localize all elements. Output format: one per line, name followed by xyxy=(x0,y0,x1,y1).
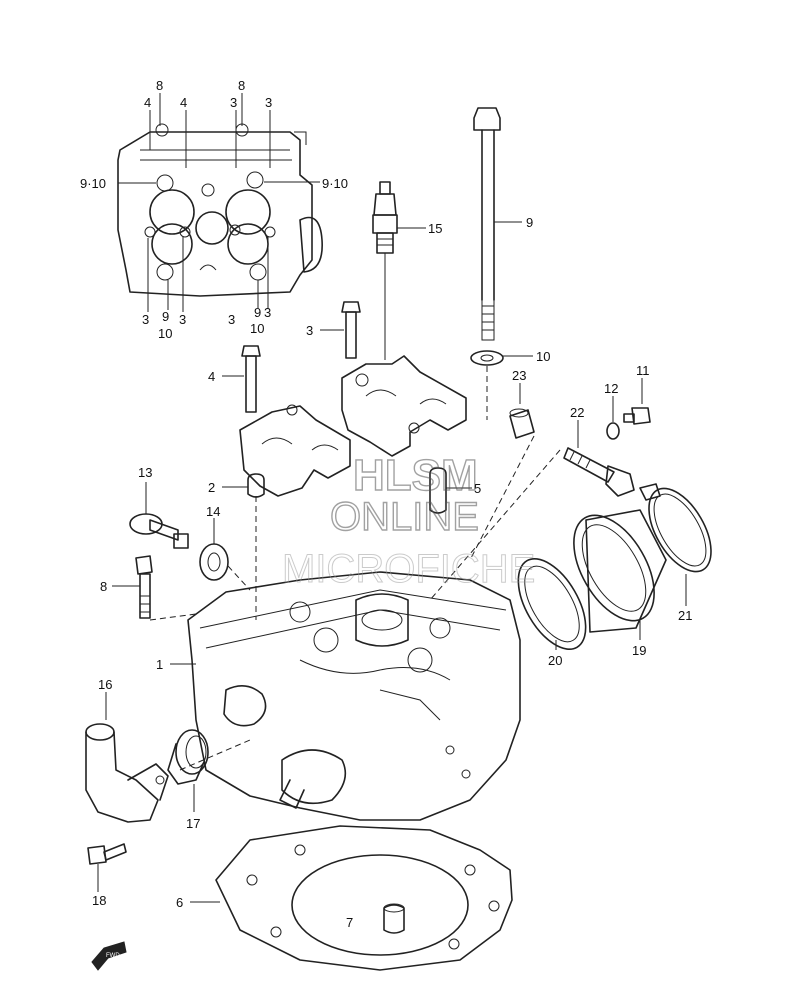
thermostat-17: 17 xyxy=(167,729,251,831)
watermark: HLSM ONLINE MICROFICHE xyxy=(282,450,536,591)
label-1: 1 xyxy=(156,657,163,672)
watermark-line1: HLSM xyxy=(353,451,478,500)
inset-label-b8: 3 xyxy=(264,305,271,320)
label-2: 2 xyxy=(208,480,215,495)
inset-label-t1: 8 xyxy=(156,78,163,93)
clamp-20: 20 xyxy=(517,557,587,668)
label-7: 7 xyxy=(346,915,353,930)
label-11: 11 xyxy=(636,363,650,378)
label-3: 3 xyxy=(306,323,313,338)
washer-10: 10 xyxy=(470,349,550,420)
label-18: 18 xyxy=(92,893,106,908)
inset-label-t2: 4 xyxy=(144,95,151,110)
bolt-18: 18 xyxy=(87,843,127,908)
cylinder-head-bolt-long: 9 xyxy=(473,107,533,341)
watermark-line3: MICROFICHE xyxy=(282,547,535,591)
inset-label-b1: 3 xyxy=(142,312,149,327)
clamp-21: 21 xyxy=(639,483,712,623)
oil-seal-14: 14 xyxy=(199,504,251,591)
dowel-pin-5: 5 xyxy=(429,467,481,514)
camshaft-holder-front xyxy=(239,404,351,497)
camshaft-holder-rear xyxy=(341,355,467,457)
inset-label-b6: 10 xyxy=(250,321,264,336)
label-5: 5 xyxy=(474,481,481,496)
forward-arrow-icon: FWD xyxy=(91,941,127,971)
bolt-13: 13 xyxy=(129,465,189,549)
label-13: 13 xyxy=(138,465,152,480)
inset-label-t3: 4 xyxy=(180,95,187,110)
water-outlet-16: 16 xyxy=(85,677,169,823)
inset-label-t5: 3 xyxy=(230,95,237,110)
spark-plug: 15 xyxy=(372,181,442,360)
label-21: 21 xyxy=(678,608,692,623)
label-23: 23 xyxy=(512,368,526,383)
orientation-badge-text: FWD xyxy=(106,953,120,959)
inset-label-b5: 3 xyxy=(228,312,235,327)
label-8: 8 xyxy=(100,579,107,594)
inset-label-b4: 3 xyxy=(179,312,186,327)
intake-pipe-19: 19 xyxy=(573,509,667,658)
label-9: 9 xyxy=(526,215,533,230)
label-19: 19 xyxy=(632,643,646,658)
washer-12: 12 xyxy=(604,381,620,440)
label-15: 15 xyxy=(428,221,442,236)
label-16: 16 xyxy=(98,677,112,692)
plug-23: 23 xyxy=(469,368,535,561)
label-6: 6 xyxy=(176,895,183,910)
label-12: 12 xyxy=(604,381,618,396)
cylinder-head: 1 xyxy=(156,571,521,821)
cylinder-head-gasket: 6 7 xyxy=(176,825,513,971)
inset-label-b3: 10 xyxy=(158,326,172,341)
cylinder-head-top-view-inset: 8 4 4 8 3 3 9·10 9·10 3 9 10 3 3 10 9 3 xyxy=(80,78,348,341)
label-17: 17 xyxy=(186,816,200,831)
dowel-pin-2: 2 xyxy=(208,473,265,620)
inset-label-left-side: 9·10 xyxy=(80,176,106,191)
label-22: 22 xyxy=(570,405,584,420)
label-14: 14 xyxy=(206,504,220,519)
bolt-3: 3 xyxy=(306,301,361,359)
bolt-8: 8 xyxy=(100,555,197,621)
bolt-22: 22 xyxy=(429,405,635,601)
inset-label-b7: 9 xyxy=(254,305,261,320)
label-4: 4 xyxy=(208,369,215,384)
label-10: 10 xyxy=(536,349,550,364)
bolt-11: 11 xyxy=(623,363,651,425)
watermark-line2: ONLINE xyxy=(330,495,479,539)
bolt-4: 4 xyxy=(208,345,261,413)
inset-label-b2: 9 xyxy=(162,309,169,324)
inset-label-t4: 8 xyxy=(238,78,245,93)
inset-label-right-side: 9·10 xyxy=(322,176,348,191)
inset-label-t6: 3 xyxy=(265,95,272,110)
label-20: 20 xyxy=(548,653,562,668)
